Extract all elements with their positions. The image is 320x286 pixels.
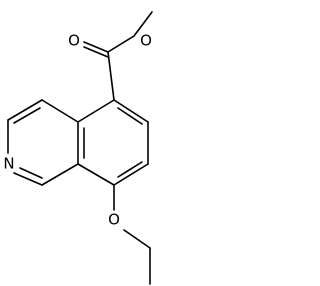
bond-carbonyl-double-inner — [83, 46, 109, 58]
carbonyl-oxygen-label: O — [68, 32, 80, 50]
bond-ring-c4a-c4 — [41, 99, 79, 123]
bond-layer — [7, 11, 153, 285]
ether-oxygen-label: O — [108, 211, 120, 229]
bond-ether-oxygen-ethyl-carbon — [123, 229, 151, 249]
bond-methyl-ester-oxygen — [133, 11, 153, 37]
bond-ring-c1-c8a — [41, 163, 79, 186]
bond-ring-c5-c6 — [113, 99, 149, 123]
chemical-structure-diagram: O O N O — [0, 0, 154, 286]
bond-carbonyl-carbon-ring — [107, 51, 115, 101]
bond-ring-n2-c1 — [13, 172, 43, 186]
bond-ring-c4a-c5 — [77, 99, 115, 123]
bond-ring-c5-c6-inner — [117, 107, 143, 125]
bond-ring-n2-c1-inner — [19, 167, 43, 179]
bond-ring-c7-c8 — [113, 163, 149, 186]
ester-oxygen-label: O — [140, 32, 152, 50]
bond-ring-c4-c3 — [7, 99, 43, 121]
bond-ring-c7-c8-inner — [117, 161, 143, 178]
ring-nitrogen-label: N — [3, 155, 14, 173]
molecule-drawing: O O N O — [3, 11, 153, 285]
bond-ring-c4-c3-inner — [13, 107, 41, 124]
bond-ester-oxygen-carbonyl-carbon — [107, 35, 135, 53]
atom-label-layer: O O N O — [3, 32, 152, 229]
bond-ring-c8-c8a — [77, 163, 115, 186]
bond-carbonyl-double-outer — [83, 41, 109, 53]
